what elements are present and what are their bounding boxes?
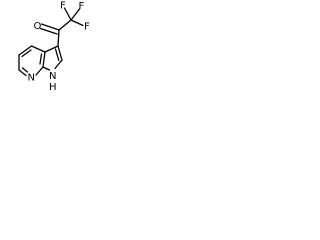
- bond-n1-c7a: [42, 66, 51, 71]
- bond-c3-c3a: [44, 45, 59, 53]
- bond-n7-c7a: [35, 66, 44, 76]
- bond-c2-n1: [54, 59, 63, 70]
- bond-c6-n7-inner: [21, 67, 29, 73]
- bond-c3-c2-inner: [54, 48, 60, 62]
- bond-c4-c5-inner: [21, 49, 32, 58]
- bond-carbonyl-double-b: [39, 27, 58, 35]
- bond-c6-n7: [18, 69, 27, 77]
- bond-cf3-to-carbonyl: [58, 19, 72, 31]
- atom-label-oxygen: O: [34, 21, 42, 32]
- atom-label-pyridine-nitrogen: N: [28, 73, 35, 84]
- atom-label-pyrrole-hydrogen: H: [49, 82, 57, 93]
- bond-cf3-to-f-top-left: [63, 7, 72, 21]
- molecule-structure: O F F F N N H: [18, 1, 90, 93]
- bond-c4-c5: [18, 45, 33, 56]
- bond-cf3-to-f-right: [70, 19, 84, 27]
- atom-label-fluorine-right: F: [84, 22, 90, 33]
- molecule-canvas: O F F F N N H: [0, 0, 103, 99]
- atom-label-fluorine-top-left: F: [60, 1, 66, 12]
- bond-c7a-c3a: [42, 51, 46, 68]
- bond-carbonyl-to-c3: [57, 29, 60, 47]
- atom-label-fluorine-top-right: F: [79, 1, 85, 12]
- bond-cf3-to-f-top-right: [70, 8, 81, 21]
- bond-c7a-c3a-inner: [39, 53, 43, 65]
- atom-label-pyrrole-nitrogen: N: [49, 71, 56, 82]
- bond-carbonyl-double-a: [40, 23, 60, 31]
- bond-c3a-c4: [30, 45, 46, 53]
- bond-c3-c2: [57, 45, 63, 61]
